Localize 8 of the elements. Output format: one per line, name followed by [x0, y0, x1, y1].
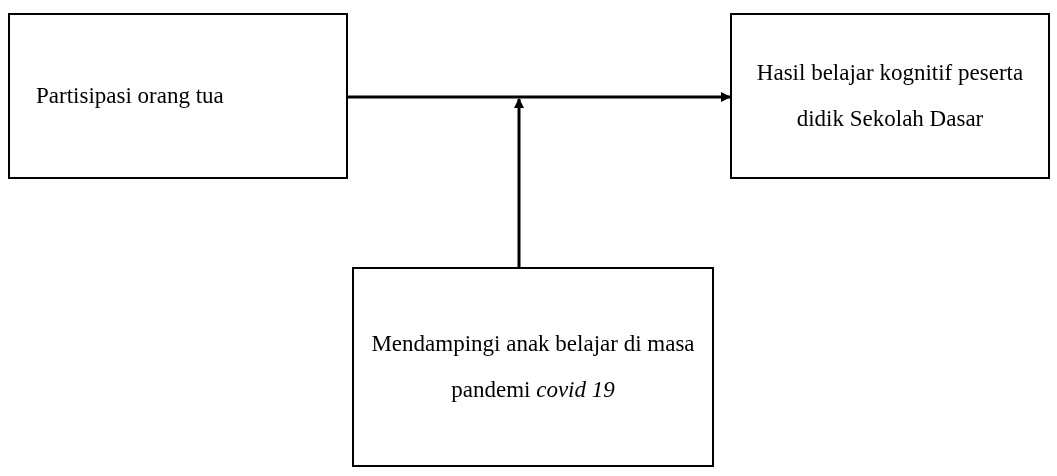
- box-text: Partisipasi orang tua: [36, 82, 224, 110]
- process-box: [8, 13, 348, 179]
- box-text: Mendampingi anak belajar di masa pandemi covid 19: [370, 330, 696, 404]
- arrow: [514, 98, 524, 267]
- process-box: [352, 267, 714, 467]
- box-text: Hasil belajar kognitif peserta didik Sekolah Dasar: [755, 59, 1025, 133]
- process-box: [730, 13, 1050, 179]
- arrow: [348, 92, 731, 102]
